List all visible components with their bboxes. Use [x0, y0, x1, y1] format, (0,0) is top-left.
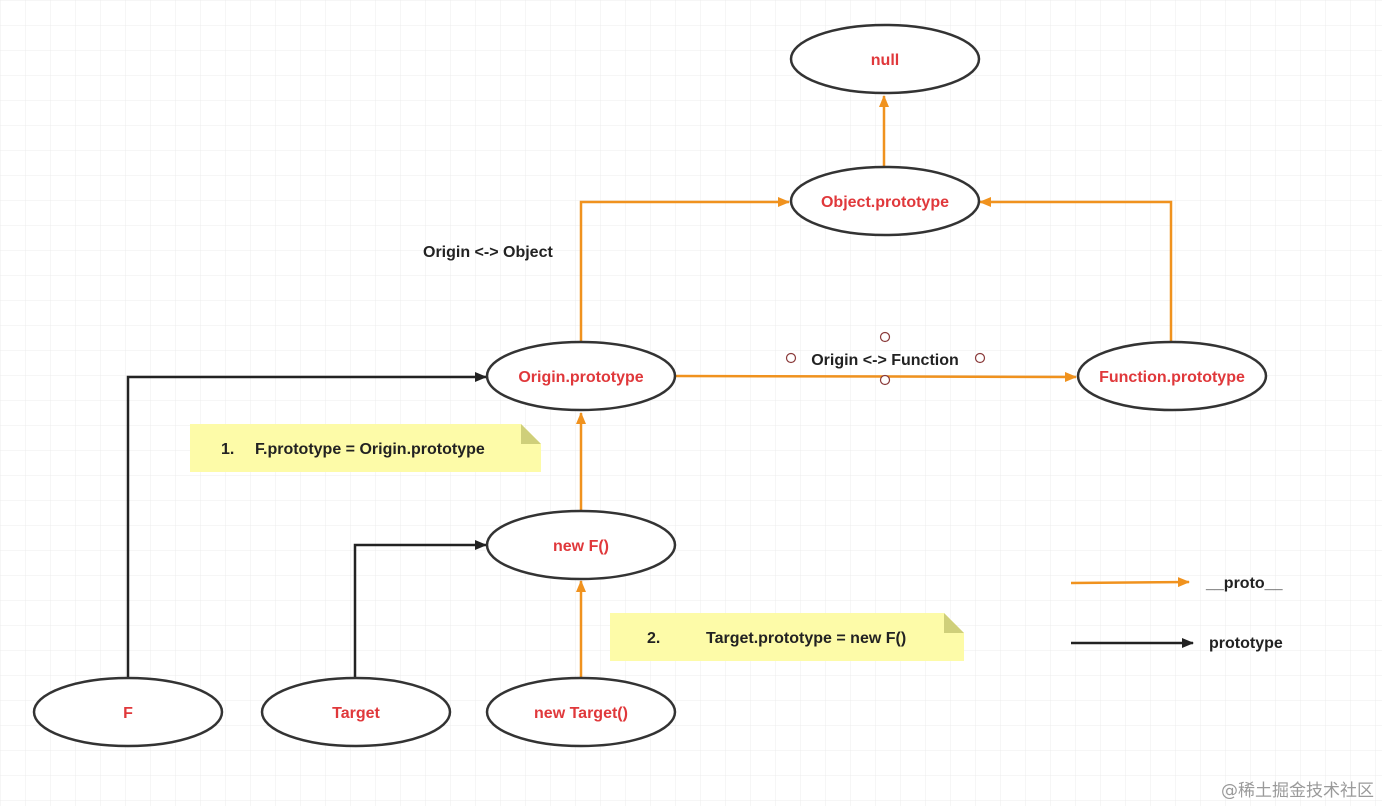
node-new-target-label: new Target() — [534, 705, 628, 722]
node-target-label: Target — [332, 705, 380, 722]
watermark: @稀土掘金技术社区 — [1221, 781, 1374, 801]
note-2-text: Target.prototype = new F() — [706, 630, 906, 647]
node-target: Target — [260, 676, 452, 748]
edge-f-prototype — [126, 372, 487, 678]
node-null-label: null — [871, 52, 899, 69]
node-new-f: new F() — [485, 509, 677, 581]
label-origin-function-group: Origin <-> Function — [785, 331, 986, 386]
node-origin-prototype-label: Origin.prototype — [518, 369, 643, 386]
note-1-number: 1. — [221, 441, 234, 458]
legend-proto-arrow — [1070, 577, 1190, 588]
selection-handle-right[interactable] — [974, 352, 986, 364]
edge-target-prototype — [353, 540, 487, 678]
selection-handle-left[interactable] — [785, 352, 797, 364]
selection-handle-bottom[interactable] — [879, 374, 891, 386]
edge-function-to-object — [979, 197, 1173, 342]
node-f: F — [32, 676, 224, 748]
legend: __proto__ prototype — [1070, 575, 1284, 652]
node-function-prototype-label: Function.prototype — [1099, 369, 1245, 386]
legend-proto-label: __proto__ — [1205, 575, 1284, 592]
node-function-prototype: Function.prototype — [1076, 340, 1268, 412]
node-origin-prototype: Origin.prototype — [485, 340, 677, 412]
note-2: 2. Target.prototype = new F() — [610, 613, 964, 661]
node-new-target: new Target() — [485, 676, 677, 748]
legend-prototype-label: prototype — [1209, 635, 1283, 652]
label-origin-function: Origin <-> Function — [811, 352, 959, 369]
note-1: 1. F.prototype = Origin.prototype — [190, 424, 541, 472]
node-new-f-label: new F() — [553, 538, 609, 555]
note-2-number: 2. — [647, 630, 660, 647]
label-origin-object: Origin <-> Object — [423, 244, 553, 261]
node-f-label: F — [123, 705, 133, 722]
edge-origin-to-function — [675, 371, 1077, 382]
selection-handle-top[interactable] — [879, 331, 891, 343]
node-object-prototype: Object.prototype — [789, 165, 981, 237]
node-null: null — [789, 23, 981, 95]
node-object-prototype-label: Object.prototype — [821, 194, 949, 211]
edge-origin-to-object — [579, 197, 790, 342]
note-1-text: F.prototype = Origin.prototype — [255, 441, 485, 458]
